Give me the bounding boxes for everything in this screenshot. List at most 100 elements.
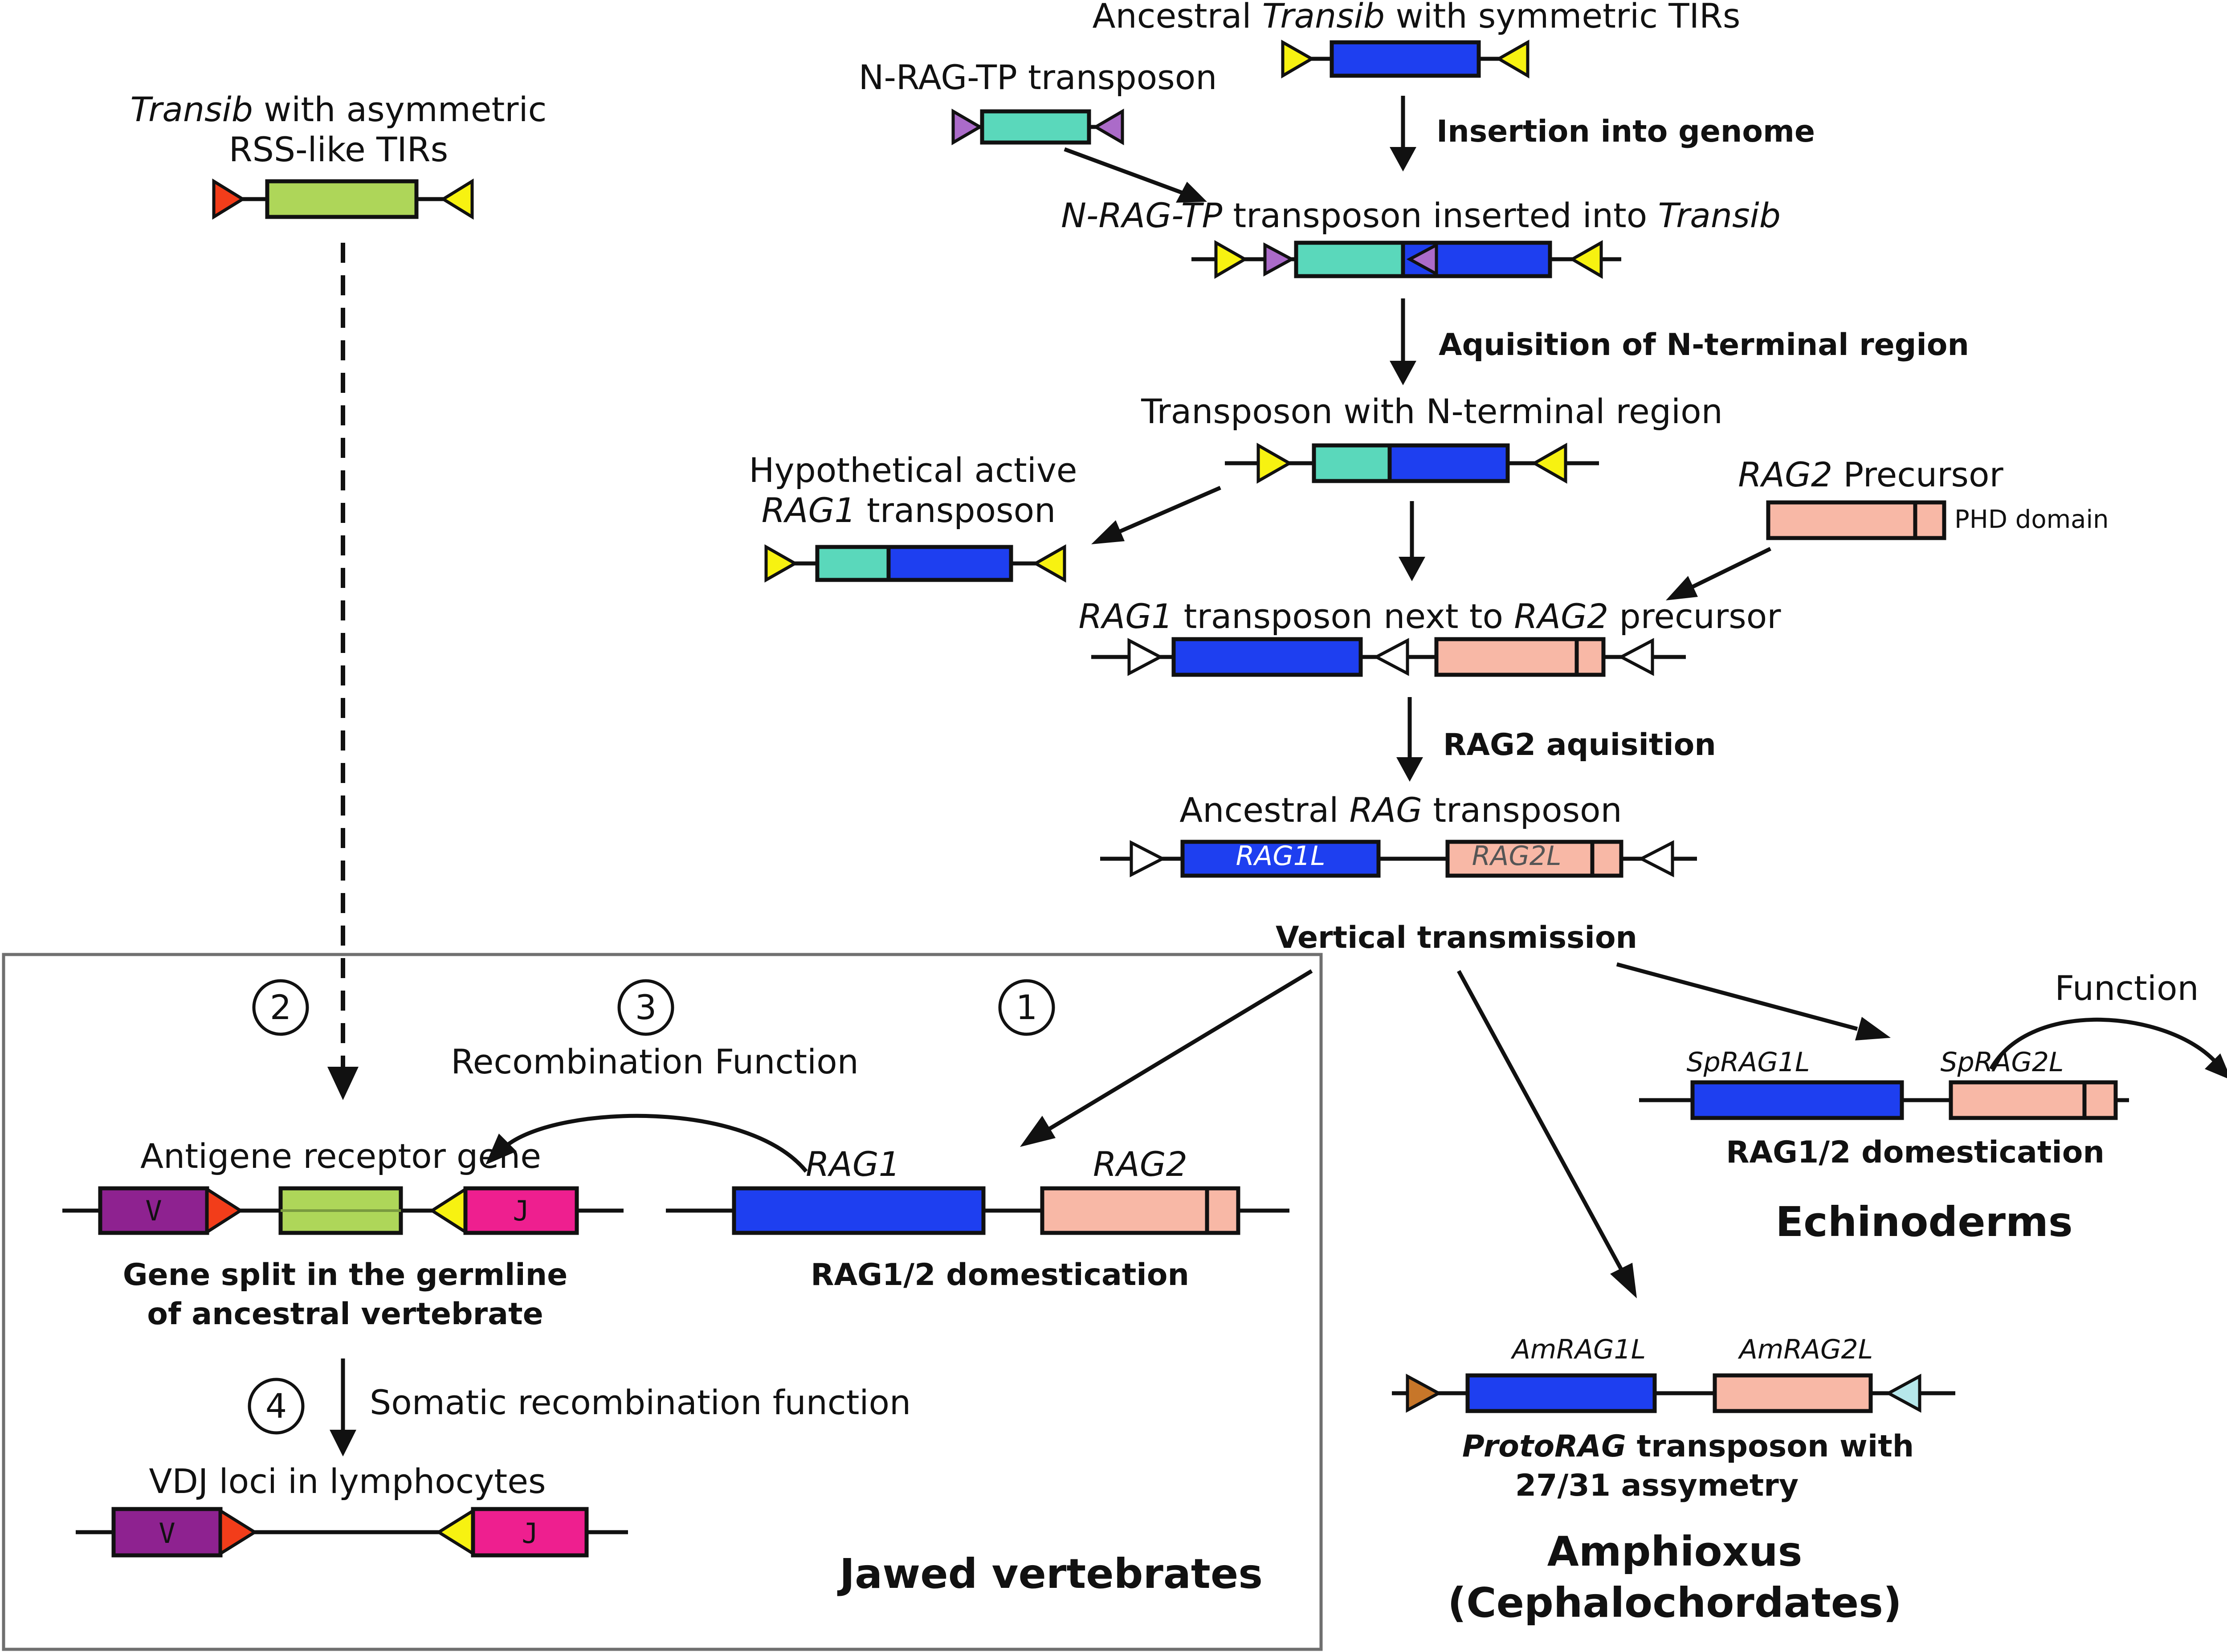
amrag1l-gene [1465,1373,1657,1413]
sprag2l-label: SpRAG2L [1940,1047,2064,1078]
tir-open-icon [1130,840,1166,877]
antigen-receptor-label: Antigene receptor gene [140,1136,541,1176]
jawed-vertebrates-group-label: Jawed vertebrates [837,1550,1263,1598]
protorag-line2: 27/31 assymetry [1515,1468,1799,1503]
arrow-to-echinoderms [1616,962,1858,1031]
antigen-receptor-element: V J [62,1186,624,1235]
nterm-title: Transposon with N-terminal region [1141,392,1723,431]
ancestral-rag-element: RAG1L RAG2L [1100,840,1697,878]
next-to-title: RAG1 transposon next to RAG2 precursor [1078,596,1781,636]
echinoderm-domestication: RAG1/2 domestication [1726,1135,2105,1170]
rag2-label: RAG2 [1093,1144,1187,1184]
step-1-number: 1 [1016,987,1037,1027]
arrowhead [1390,361,1416,385]
transib-green-gene [265,179,419,219]
j-segment [471,1507,589,1558]
transib-asym-title-line1: Transib with asymmetric [131,90,547,129]
transib-asym-title-line2: RSS-like TIRs [229,130,448,169]
rag1l-label: RAG1L [1236,840,1326,872]
amrag2l-label: AmRAG2L [1738,1334,1873,1365]
tir-yellow-icon [1256,442,1293,484]
amphioxus-group-line2: (Cephalochordates) [1448,1579,1902,1627]
tir-open-icon [1373,638,1409,676]
gene-split-line1: Gene split in the germline [123,1257,568,1293]
arrowhead [1390,147,1416,171]
hypothetical-rag1-element [764,544,1066,583]
arrowhead [1855,1017,1891,1040]
domesticated-rag-element: RAG1 RAG2 [666,1144,1289,1235]
tir-yellow-icon [1214,240,1248,279]
hypothetical-arrow [1117,485,1221,534]
sprag1l-label: SpRAG1L [1686,1047,1810,1078]
inserted-element [1191,240,1621,279]
tir-open-icon [1618,638,1654,676]
recombination-arrow [506,1114,808,1173]
amphioxus-element: AmRAG1L AmRAG2L [1392,1334,1955,1413]
tir-open-icon [1127,638,1164,676]
tir-yellow-icon [436,1508,475,1557]
j-label: J [522,1517,538,1550]
tir-yellow-icon [1495,39,1530,79]
tir-violet-icon [951,108,983,146]
arrowhead [1666,576,1698,600]
arrowhead [1396,757,1423,782]
amrag2l-gene [1713,1373,1873,1413]
ancestral-transib-title: Ancestral Transib with symmetric TIRs [1093,0,1741,36]
arrowhead [2205,1053,2227,1078]
ancestral-rag-title: Ancestral RAG transposon [1179,790,1622,830]
nrag-teal-gene [1312,443,1392,483]
tir-red-icon [219,1508,258,1557]
insert-arrow [1064,147,1183,195]
j-segment [463,1186,579,1235]
nrag-teal-gene [815,545,891,582]
rag1l-gene [1180,840,1381,878]
hypothetical-line2: RAG1 transposon [762,490,1056,530]
arrowhead [1610,1263,1637,1298]
v-label: V [159,1517,175,1550]
jawed-domestication: RAG1/2 domestication [811,1257,1189,1293]
echinoderm-element: SpRAG1L SpRAG2L [1639,1047,2129,1120]
sprag2l-gene [1949,1080,2118,1120]
vdj-loci-label: VDJ loci in lymphocytes [149,1461,546,1501]
nterm-element [1225,442,1599,484]
nrag-tp-element [951,108,1124,146]
tir-violet-icon [1263,242,1295,277]
tir-violet-icon [1093,108,1124,146]
gene-split-line2: of ancestral vertebrate [147,1297,543,1332]
jawed-vertebrates-box [2,953,1323,1651]
vertical-transmission-label: Vertical transmission [1276,920,1637,955]
tir-yellow-icon [764,544,799,583]
step-3-marker: 3 [617,979,674,1036]
tir-yellow-icon [429,1186,467,1235]
j-label: J [513,1195,529,1227]
nrag-teal-gene [1294,241,1405,278]
step-rag2: RAG2 aquisition [1443,727,1716,763]
rag1-label: RAG1 [806,1144,900,1184]
function-label: Function [2055,968,2198,1008]
amrag1l-label: AmRAG1L [1510,1334,1646,1365]
tir-yellow-icon [1032,544,1066,583]
inserted-title: N-RAG-TP transposon inserted into Transi… [1061,196,1781,235]
arrowhead [485,1134,517,1165]
rag1-blue-gene [1171,637,1363,677]
tir-red-icon [212,178,246,220]
transib-blue-gene [886,545,1013,582]
transib-asymmetric-element: Transib with asymmetric RSS-like TIRs [131,90,547,220]
rag2-precursor-title: RAG2 Precursor [1738,455,2003,494]
step-insertion: Insertion into genome [1436,114,1815,149]
rag1-next-rag2-element [1091,637,1686,677]
recombination-function-label: Recombination Function [451,1042,859,1081]
arrowhead [1091,520,1125,544]
ancestral-transib-element [1281,39,1530,79]
transib-blue-gene [1387,443,1510,483]
nrag-teal-gene [980,109,1091,145]
v-segment [98,1186,209,1235]
tir-yellow-icon [1531,442,1567,484]
nrag-tp-title: N-RAG-TP transposon [859,57,1217,97]
protorag-line1: ProtoRAG transposon with [1462,1429,1914,1464]
tir-red-icon [205,1186,244,1235]
vdj-element: V J [76,1507,628,1558]
step-nterm: Aquisition of N-terminal region [1439,327,1969,363]
phd-domain-label: PHD domain [1954,505,2109,534]
